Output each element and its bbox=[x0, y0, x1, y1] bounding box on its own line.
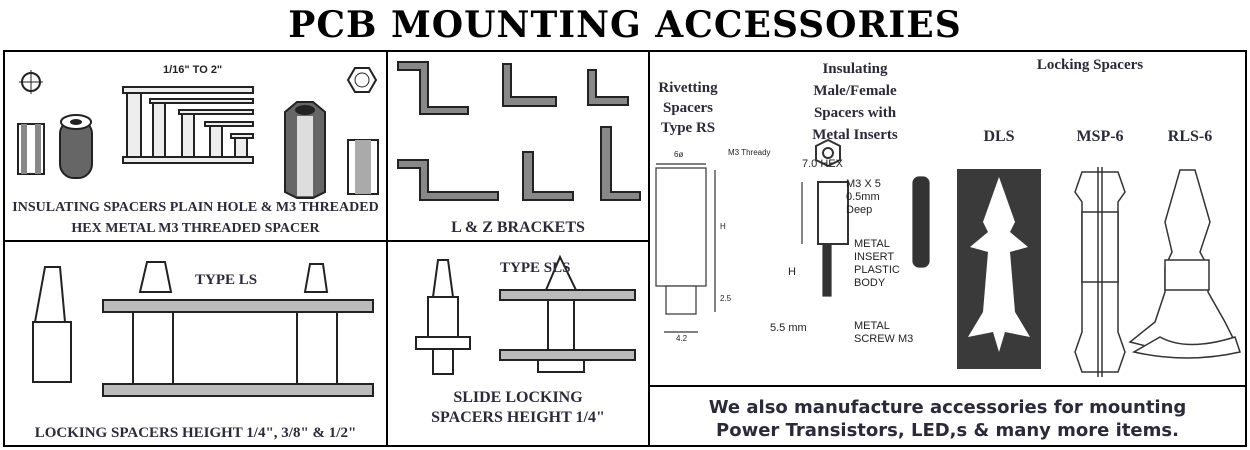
spacers-illustration bbox=[17, 67, 379, 199]
right-illustration bbox=[655, 138, 1241, 377]
footer-line2: Power Transistors, LED,s & many more ite… bbox=[716, 420, 1179, 441]
mf-screw-label: METAL SCREW M3 bbox=[854, 320, 913, 346]
mf-length-label: 5.5 mm bbox=[770, 322, 807, 334]
mf-insert-label: METAL INSERT PLASTIC BODY bbox=[854, 238, 900, 290]
mf-screw-line2: SCREW M3 bbox=[854, 333, 914, 345]
mf-thread-deep: Deep bbox=[846, 204, 873, 216]
locking-item-msp6: MSP-6 bbox=[1076, 128, 1124, 145]
mf-heading-line3: Spacers with bbox=[813, 105, 897, 121]
spacers-caption-line2: HEX METAL M3 THREADED SPACER bbox=[71, 221, 320, 236]
mf-thread-depth: 0.5mm bbox=[846, 191, 880, 203]
mf-heading-line2: Male/Female bbox=[813, 83, 897, 99]
locking-spacers-heading: Locking Spacers bbox=[1036, 57, 1144, 73]
panel-insulating-spacers: 1/16" TO 2" INSULATING SPACERS PLAIN HOL… bbox=[3, 50, 388, 242]
footer-divider bbox=[650, 385, 1245, 387]
footer-line1: We also manufacture accessories for moun… bbox=[708, 397, 1187, 418]
ls-caption: LOCKING SPACERS HEIGHT 1/4", 3/8" & 1/2" bbox=[34, 425, 357, 441]
mf-body-line1: PLASTIC bbox=[854, 264, 900, 276]
mf-heading-line4: Metal Inserts bbox=[812, 127, 898, 143]
mf-insert-line2: INSERT bbox=[854, 251, 895, 263]
sls-illustration bbox=[415, 254, 636, 375]
rs-heading: Rivetting Spacers Type RS bbox=[652, 78, 724, 138]
mf-heading: Insulating Male/Female Spacers with Meta… bbox=[800, 58, 910, 146]
mf-height-label: H bbox=[788, 266, 796, 278]
rs-height-label: H bbox=[720, 222, 726, 231]
rs-thread-label: M3 Thready bbox=[728, 148, 771, 157]
spacers-caption-line1: INSULATING SPACERS PLAIN HOLE & M3 THREA… bbox=[12, 200, 379, 215]
locking-item-dls: DLS bbox=[983, 128, 1015, 145]
mf-hex-label: 7.0 HEX bbox=[802, 158, 843, 170]
length-range-label: 1/16" TO 2" bbox=[163, 64, 223, 76]
mf-insert-line1: METAL bbox=[854, 238, 890, 250]
rs-heading-line3: Type RS bbox=[660, 120, 716, 136]
mf-thread-size: M3 X 5 bbox=[846, 178, 881, 190]
ls-illustration bbox=[32, 261, 374, 397]
brackets-illustration bbox=[397, 61, 641, 201]
mf-body-line2: BODY bbox=[854, 277, 886, 289]
sls-type-label: TYPE SLS bbox=[500, 260, 571, 276]
mf-thread-label: M3 X 5 0.5mm Deep bbox=[846, 178, 881, 217]
panel-brackets: L & Z BRACKETS bbox=[386, 50, 650, 242]
mf-heading-line1: Insulating bbox=[822, 61, 888, 77]
sls-caption-line1: SLIDE LOCKING bbox=[453, 389, 583, 406]
locking-item-rls6: RLS-6 bbox=[1167, 128, 1213, 145]
rs-base-width-label: 4.2 bbox=[676, 334, 688, 343]
panel-locking-spacers-ls: TYPE LS LOCKING SPACERS HEIGHT 1/4", 3/8… bbox=[3, 240, 388, 447]
mf-screw-line1: METAL bbox=[854, 320, 890, 332]
sls-caption-line2: SPACERS HEIGHT 1/4" bbox=[431, 409, 605, 426]
ls-type-label: TYPE LS bbox=[195, 272, 258, 288]
rs-diameter-label: 6ø bbox=[674, 150, 684, 159]
panel-slide-locking-spacers: TYPE SLS SLIDE LOCKING SPACERS HEIGHT 1/… bbox=[386, 240, 650, 447]
page-title: PCB MOUNTING ACCESSORIES bbox=[288, 4, 962, 46]
panel-right: Rivetting Spacers Type RS 6ø M3 Thready … bbox=[648, 50, 1247, 447]
rs-heading-line1: Rivetting bbox=[658, 80, 718, 96]
rs-base-height-label: 2.5 bbox=[720, 294, 732, 303]
brackets-caption: L & Z BRACKETS bbox=[451, 219, 585, 236]
rs-heading-line2: Spacers bbox=[663, 100, 713, 116]
